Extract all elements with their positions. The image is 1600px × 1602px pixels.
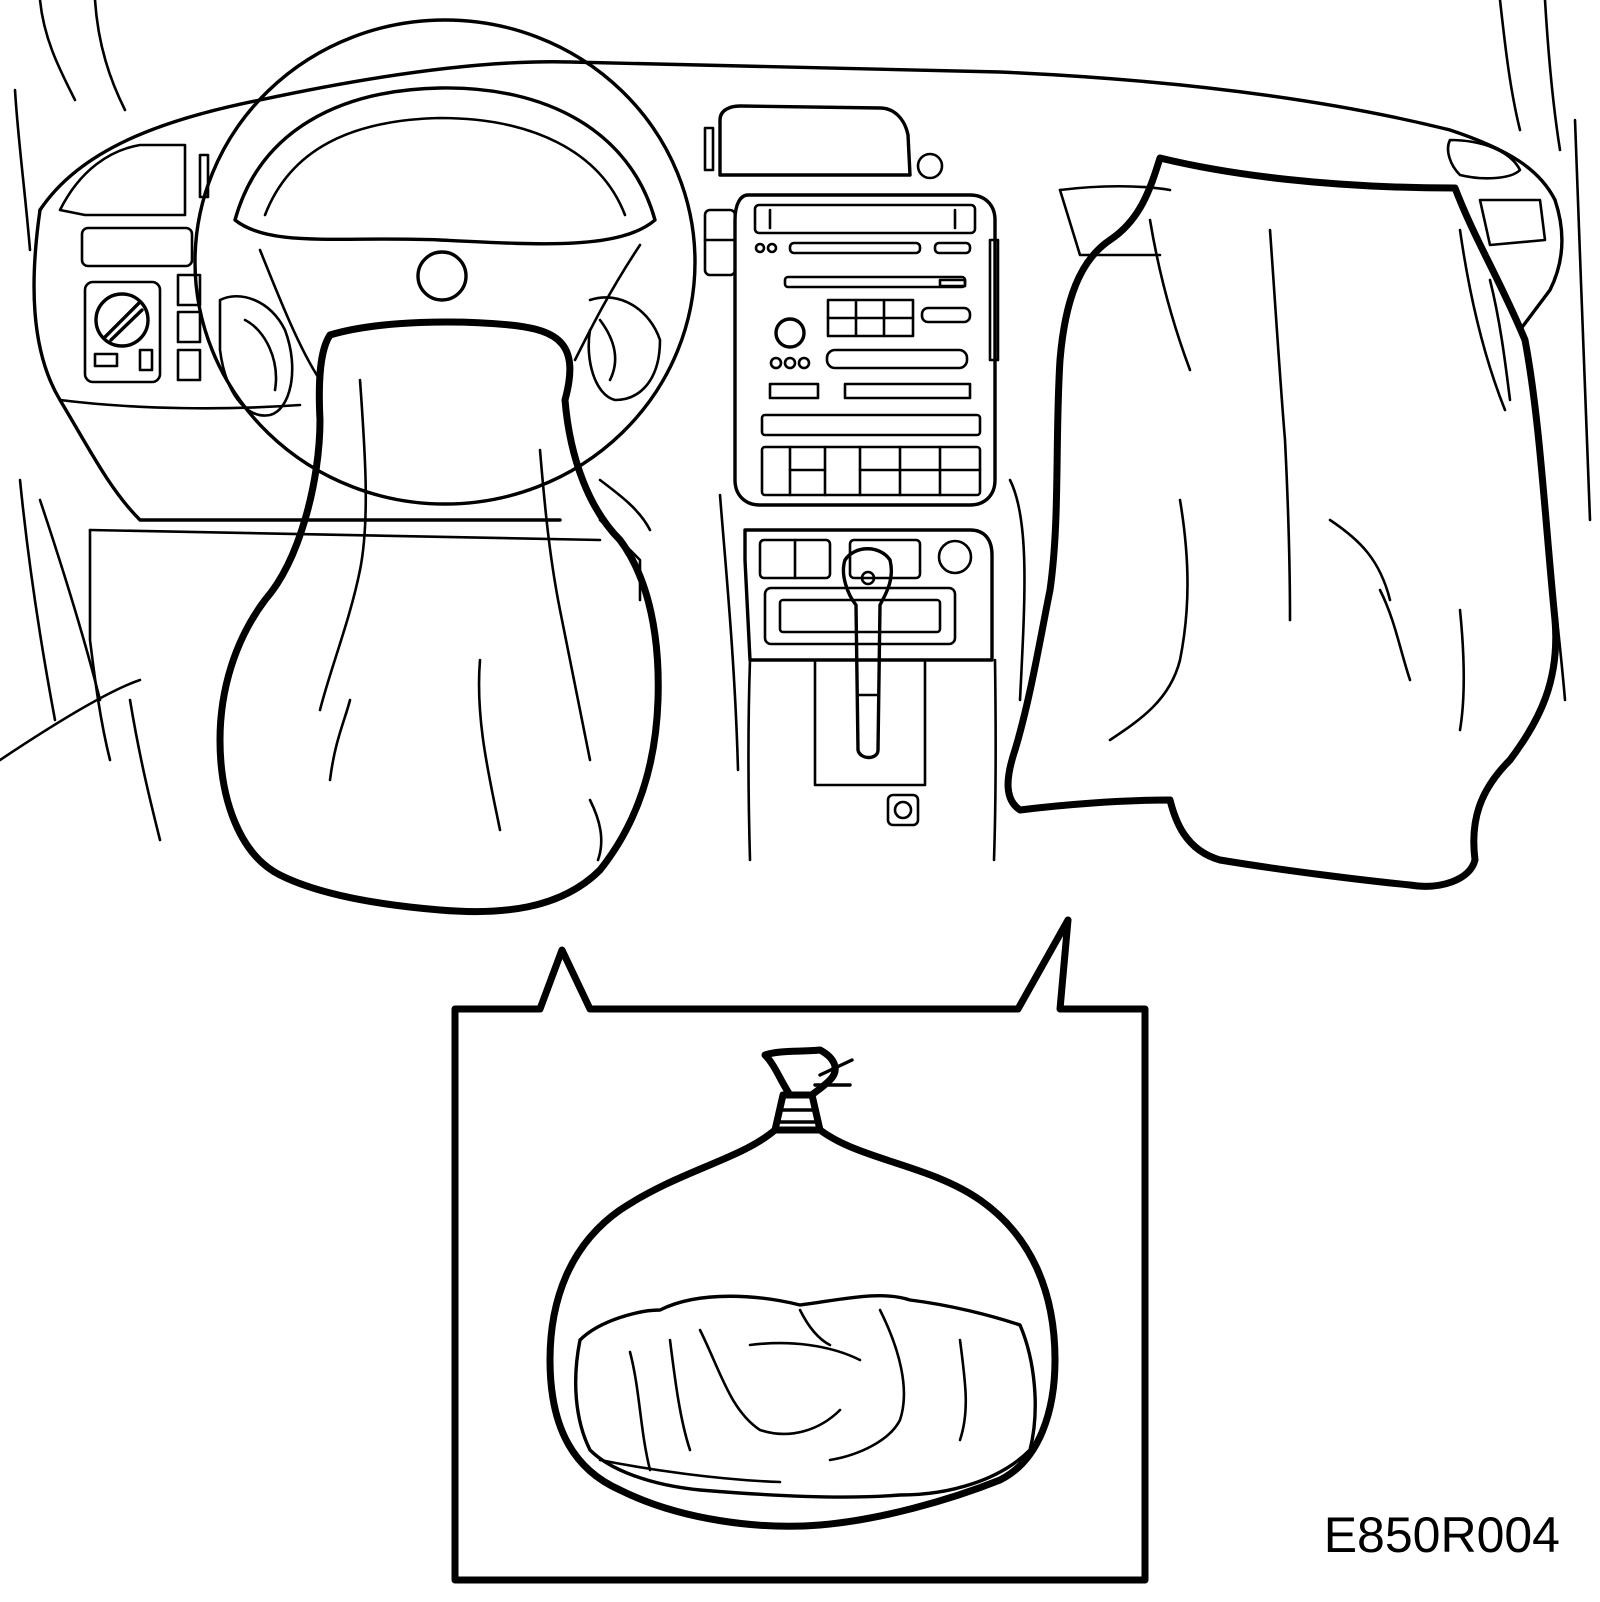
deployed-passenger-airbag (1004, 154, 1560, 890)
center-console-radio (703, 104, 1000, 507)
dashboard (32, 60, 1564, 762)
steering-wheel (193, 18, 697, 602)
instrument-panel-left (58, 143, 210, 384)
deployed-driver-airbag (216, 318, 662, 916)
sealed-plastic-bag (546, 1046, 1059, 1530)
figure-id-label: E850R004 (1323, 1507, 1560, 1563)
callout-box (451, 916, 1149, 1584)
gear-selector (718, 478, 1026, 862)
climate-controls (743, 445, 994, 662)
